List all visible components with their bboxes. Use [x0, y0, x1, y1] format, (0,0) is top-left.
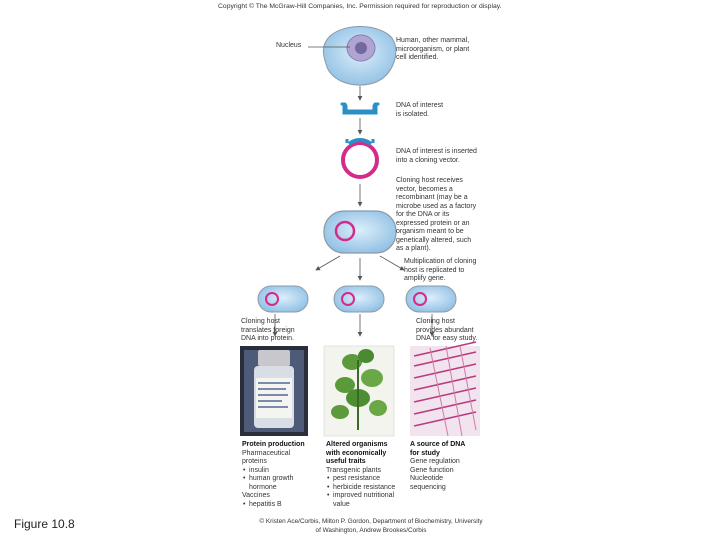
host-receives-line-4: microbe used as a factory [396, 202, 477, 210]
host-receives-line-1: Cloning host receives [396, 177, 463, 184]
vaccine-vial-photo [240, 346, 308, 436]
source-cell-line-1: Human, other mammal, [396, 37, 470, 44]
source-cell [322, 25, 397, 86]
host-receives-line-2: vector, becomes a [396, 185, 453, 193]
source-line-3: Nucleotide [410, 475, 444, 482]
source-line-1: Gene regulation [410, 458, 460, 465]
dna-isolated-line-1: DNA of interest [396, 102, 444, 109]
credits-line-2: of Washington, Andrew Brookes/Corbis [315, 526, 427, 534]
host-receives-line-3: recombinant (may be a [396, 194, 468, 201]
source-title-line-2: for study [410, 449, 440, 457]
list-item: improved nutritional value [326, 492, 406, 509]
translates-text: Cloning host translates foreign DNA into… [241, 318, 295, 344]
host-receives-text: Cloning host receives vector, becomes a … [396, 177, 476, 254]
vaccine-items: hepatitis B [242, 501, 322, 510]
cloning-vector [341, 138, 379, 179]
arrow-left [315, 255, 341, 271]
list-item: herbicide resistance [326, 484, 406, 493]
dna-inserted-line-2: into a cloning vector. [396, 156, 460, 164]
dna-inserted-text: DNA of interest is inserted into a cloni… [396, 148, 477, 165]
host-receives-line-5: for the DNA or its [396, 211, 450, 218]
translates-line-2: translates foreign [241, 326, 295, 334]
replicated-cell-right [405, 285, 457, 313]
altered-title-line-2: with economically [326, 449, 387, 457]
multiplication-line-3: amplify gene. [404, 275, 446, 282]
altered-title-line-3: useful traits [326, 458, 366, 465]
altered-organisms-caption: Altered organisms with economically usef… [326, 441, 406, 509]
dna-fragment [340, 102, 380, 115]
list-item: human growth hormone [242, 475, 322, 492]
dna-isolated-text: DNA of interest is isolated. [396, 102, 443, 119]
host-receives-line-6: expressed protein or an [396, 219, 470, 227]
protein-production-caption: Protein production Pharmaceutical protei… [242, 441, 322, 509]
nucleus-label: Nucleus [276, 42, 302, 49]
source-cell-line-3: cell identified. [396, 54, 439, 61]
provides-dna-line-1: Cloning host [416, 318, 455, 325]
replicated-cell-left [257, 285, 309, 313]
multiplication-line-2: host is replicated to [404, 266, 465, 274]
protein-line-2: proteins [242, 458, 267, 465]
provides-dna-text: Cloning host provides abundant DNA for e… [416, 318, 477, 344]
multiplication-line-1: Multiplication of cloning [404, 258, 477, 265]
list-item: hepatitis B [242, 501, 322, 510]
altered-items: pest resistance herbicide resistance imp… [326, 475, 406, 509]
source-line-2: Gene function [410, 466, 454, 474]
recombinant-host-cell [323, 210, 397, 254]
copyright-notice: Copyright © The McGraw-Hill Companies, I… [218, 3, 502, 10]
list-item: insulin [242, 467, 322, 476]
credits-line-1: © Kristen Ace/Corbis, Milton P. Gordon, … [259, 518, 483, 525]
vaccines-title: Vaccines [242, 492, 270, 499]
multiplication-text: Multiplication of cloning host is replic… [404, 258, 476, 284]
translates-line-3: DNA into protein. [241, 335, 294, 342]
host-receives-line-7: organism meant to be [396, 228, 464, 235]
dna-sequencing-gel-photo [410, 341, 480, 437]
source-cell-text: Human, other mammal, microorganism, or p… [396, 37, 469, 63]
source-title-line-1: A source of DNA [410, 441, 466, 448]
dna-source-caption: A source of DNA for study Gene regulatio… [410, 441, 490, 492]
list-item: pest resistance [326, 475, 406, 484]
protein-items: insulin human growth hormone [242, 467, 322, 493]
photo-credits: © Kristen Ace/Corbis, Milton P. Gordon, … [246, 518, 496, 535]
host-receives-line-8: genetically altered, such [396, 236, 472, 244]
replicated-cell-center [333, 285, 385, 313]
transgenic-plant-photo [323, 345, 395, 437]
figure-label: Figure 10.8 [14, 517, 75, 531]
arrow-right [379, 255, 405, 271]
host-receives-line-9: as a plant). [396, 245, 431, 252]
source-line-4: sequencing [410, 483, 446, 491]
altered-title-line-1: Altered organisms [326, 441, 388, 448]
dna-isolated-line-2: is isolated. [396, 110, 430, 118]
dna-inserted-line-1: DNA of interest is inserted [396, 148, 477, 155]
translates-line-1: Cloning host [241, 318, 280, 325]
altered-line-1: Transgenic plants [326, 466, 381, 474]
protein-line-1: Pharmaceutical [242, 449, 291, 457]
protein-production-title: Protein production [242, 441, 305, 448]
source-cell-line-2: microorganism, or plant [396, 45, 470, 53]
provides-dna-line-3: DNA for easy study. [416, 335, 478, 342]
provides-dna-line-2: provides abundant [416, 326, 474, 334]
